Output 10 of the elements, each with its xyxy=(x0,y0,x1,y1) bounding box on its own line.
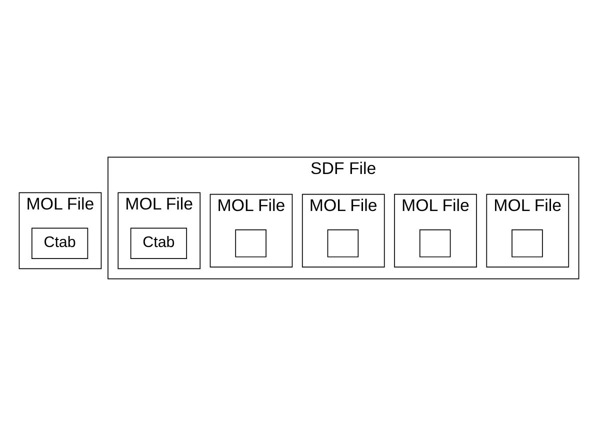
node-box xyxy=(419,228,451,257)
node-box: Ctab xyxy=(130,227,187,258)
node-box xyxy=(327,228,359,257)
cluster: MOL File xyxy=(394,193,477,267)
node-box: Ctab xyxy=(31,227,88,258)
node-box xyxy=(512,228,543,257)
cluster: MOL File xyxy=(486,193,570,267)
cluster: MOL File xyxy=(210,193,293,267)
cluster: MOL File xyxy=(302,193,385,267)
node-box xyxy=(235,228,266,257)
